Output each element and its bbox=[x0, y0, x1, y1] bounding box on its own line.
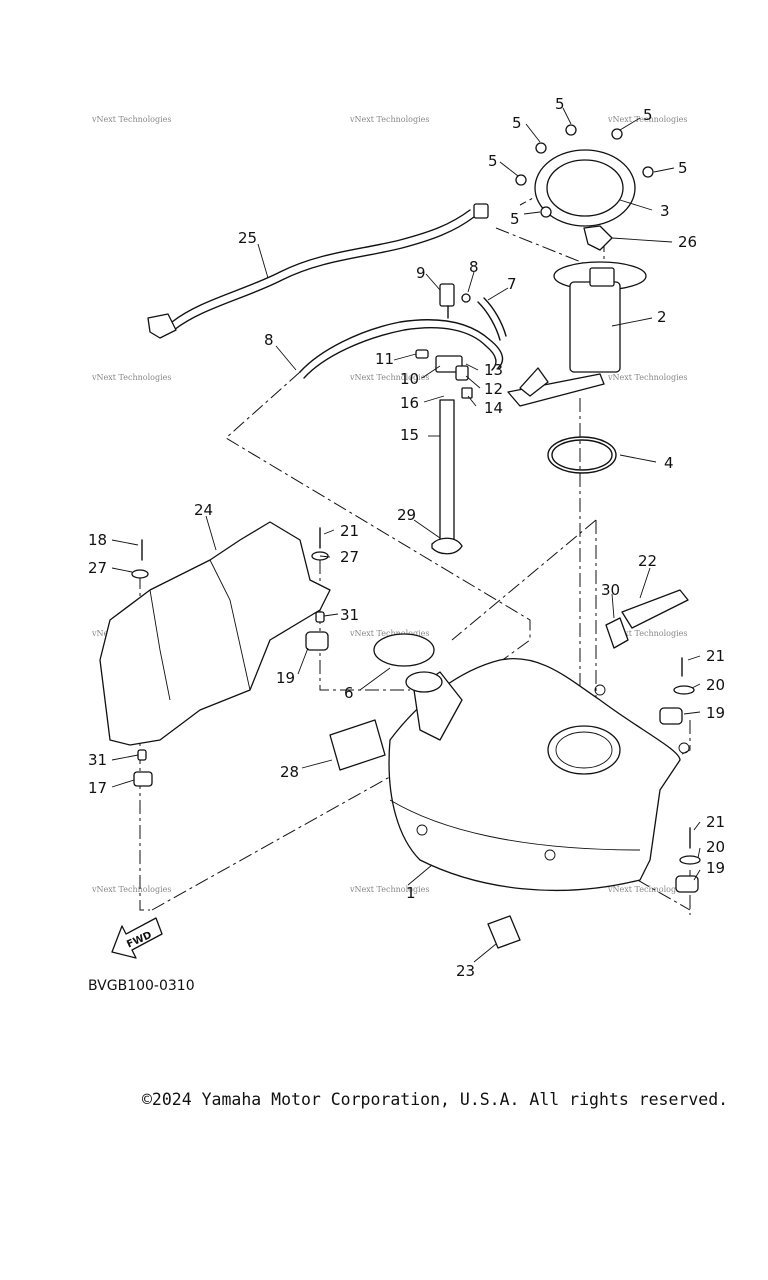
callout-23: 23 bbox=[456, 962, 475, 980]
callout-10: 10 bbox=[400, 370, 419, 388]
callout-8: 8 bbox=[264, 331, 274, 349]
dampers bbox=[133, 631, 699, 893]
callout-24: 24 bbox=[194, 501, 213, 519]
watermark: vNext Technologies bbox=[349, 115, 429, 124]
callout-22: 22 bbox=[638, 552, 657, 570]
pad-30 bbox=[605, 617, 629, 649]
callout-5: 5 bbox=[555, 95, 565, 113]
callout-28: 28 bbox=[280, 763, 299, 781]
cover-24 bbox=[99, 521, 331, 746]
fuel-tank-1 bbox=[388, 658, 690, 892]
callout-26: 26 bbox=[678, 233, 697, 251]
watermark: vNext Technologies bbox=[91, 885, 171, 894]
callout-18: 18 bbox=[88, 531, 107, 549]
callout-21: 21 bbox=[706, 813, 725, 831]
o-ring-4-inner bbox=[551, 439, 613, 471]
callout-20: 20 bbox=[706, 838, 725, 856]
copyright-notice: ©2024 Yamaha Motor Corporation, U.S.A. A… bbox=[142, 1090, 729, 1109]
callout-19: 19 bbox=[706, 704, 725, 722]
watermark: vNext Technologies bbox=[607, 885, 687, 894]
callout-5: 5 bbox=[678, 159, 688, 177]
callout-2: 2 bbox=[657, 308, 667, 326]
callout-9: 9 bbox=[416, 264, 426, 282]
callout-19: 19 bbox=[706, 859, 725, 877]
callout-labels: 1 2 3 4 5 5 5 5 5 5 6 7 8 8 9 10 11 12 1… bbox=[88, 95, 725, 980]
watermark: vNext Technologies bbox=[91, 373, 171, 382]
callout-25: 25 bbox=[238, 229, 257, 247]
callout-11: 11 bbox=[375, 350, 394, 368]
leader-lines bbox=[111, 107, 701, 963]
callout-30: 30 bbox=[601, 581, 620, 599]
callout-27: 27 bbox=[88, 559, 107, 577]
o-ring-4 bbox=[547, 436, 617, 474]
callout-16: 16 bbox=[400, 394, 419, 412]
forward-arrow-icon: FWD bbox=[111, 917, 163, 959]
watermark: vNext Technologies bbox=[607, 115, 687, 124]
watermark: vNext Technologies bbox=[607, 373, 687, 382]
callout-5: 5 bbox=[488, 152, 498, 170]
callout-21: 21 bbox=[706, 647, 725, 665]
callout-7: 7 bbox=[507, 275, 517, 293]
watermark: vNext Technologies bbox=[349, 629, 429, 638]
callout-29: 29 bbox=[397, 506, 416, 524]
callout-12: 12 bbox=[484, 380, 503, 398]
callout-17: 17 bbox=[88, 779, 107, 797]
callout-5: 5 bbox=[643, 106, 653, 124]
watermark: vNext Technologies bbox=[349, 885, 429, 894]
breather-hose-25 bbox=[147, 203, 489, 339]
fuel-cap-6 bbox=[373, 633, 435, 667]
callout-6: 6 bbox=[344, 684, 354, 702]
watermark: vNext Technologies bbox=[349, 373, 429, 382]
callout-1: 1 bbox=[406, 884, 416, 902]
callout-27: 27 bbox=[340, 548, 359, 566]
callout-8: 8 bbox=[469, 258, 479, 276]
callout-21: 21 bbox=[340, 522, 359, 540]
diagram-code: BVGB100-0310 bbox=[88, 978, 195, 994]
clamp-23 bbox=[487, 915, 521, 949]
callout-13: 13 bbox=[484, 361, 503, 379]
watermark: vNext Technologies bbox=[607, 629, 687, 638]
callout-20: 20 bbox=[706, 676, 725, 694]
callout-15: 15 bbox=[400, 426, 419, 444]
callout-5: 5 bbox=[510, 210, 520, 228]
fuel-pump-assembly bbox=[507, 149, 647, 407]
callout-5: 5 bbox=[512, 114, 522, 132]
callout-3: 3 bbox=[660, 202, 670, 220]
callout-31: 31 bbox=[340, 606, 359, 624]
pad-28 bbox=[329, 719, 386, 771]
callout-14: 14 bbox=[484, 399, 503, 417]
hose-7 bbox=[299, 297, 507, 379]
watermark: vNext Technologies bbox=[91, 115, 171, 124]
callout-19: 19 bbox=[276, 669, 295, 687]
callout-31: 31 bbox=[88, 751, 107, 769]
callout-4: 4 bbox=[664, 454, 674, 472]
pad-22 bbox=[621, 589, 689, 629]
